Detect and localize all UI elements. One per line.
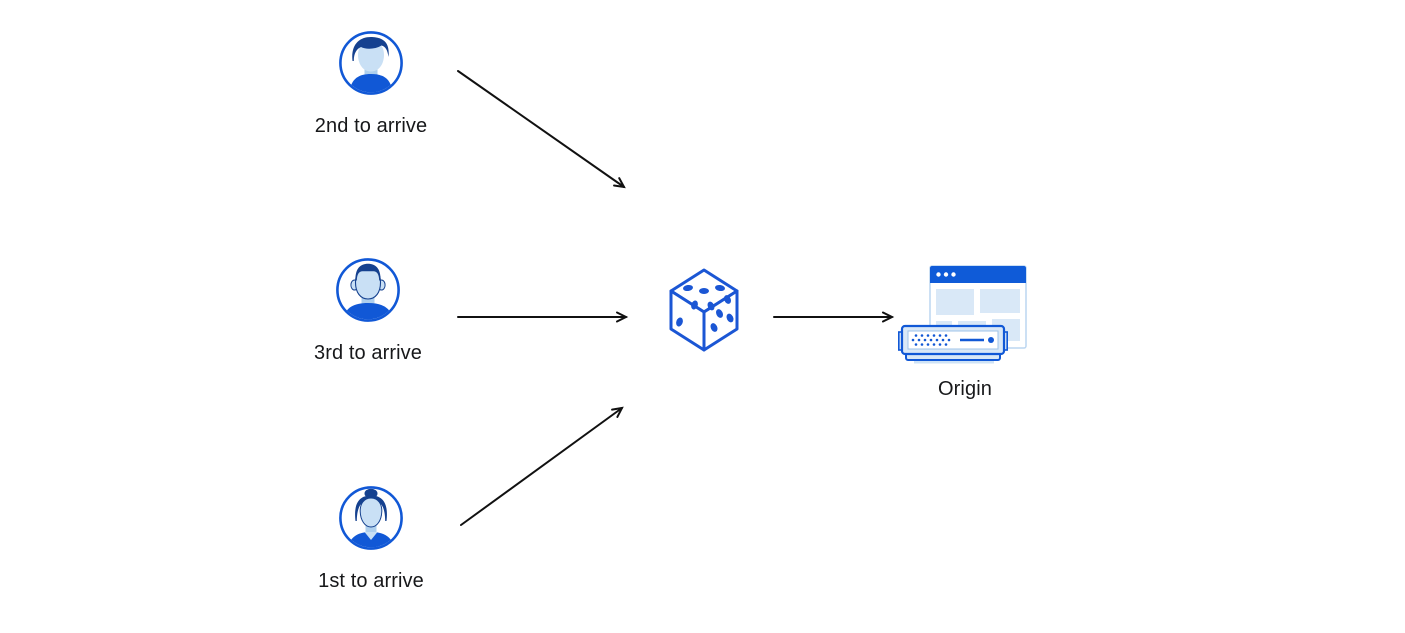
origin-label: Origin: [938, 378, 992, 400]
avatar-man-swoop-hair-icon: [339, 31, 403, 95]
arrow-second-to-dice: [457, 70, 626, 189]
dice-icon: [669, 268, 739, 352]
person-avatar-icon: [335, 257, 401, 323]
client-label-second: 2nd to arrive: [314, 115, 428, 137]
client-label-third: 3rd to arrive: [313, 342, 422, 364]
avatar-man-short-hair-icon: [336, 258, 400, 322]
dice-icon: [668, 268, 740, 352]
origin-server-icon: [898, 256, 1030, 366]
client-label-first: 1st to arrive: [318, 570, 424, 592]
origin-server-icon: [898, 265, 1027, 364]
arrow-first-to-dice: [460, 406, 624, 526]
person-avatar-icon: [338, 485, 404, 551]
avatar-woman-bun-icon: [339, 486, 403, 550]
person-avatar-icon: [338, 30, 404, 96]
